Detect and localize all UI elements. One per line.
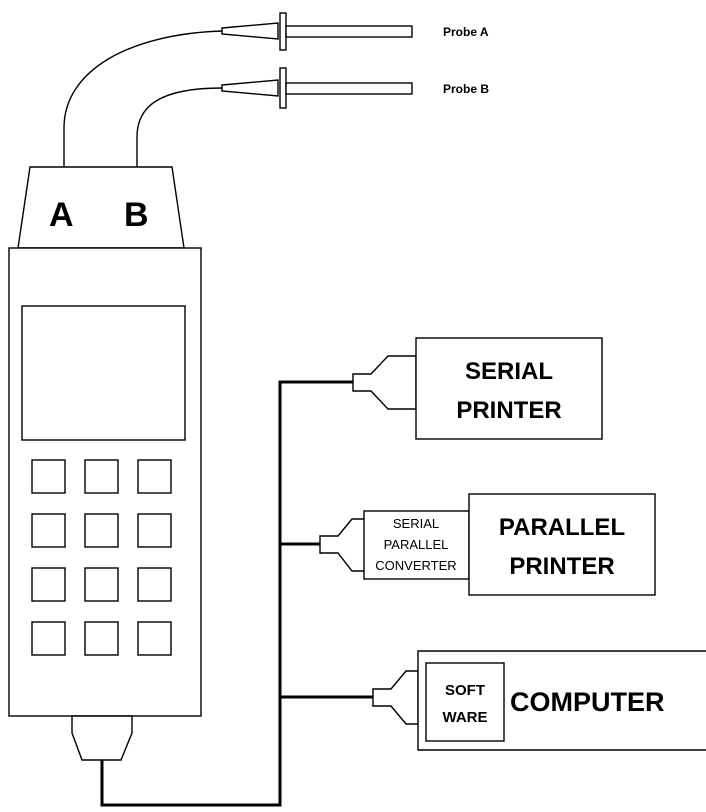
software-box <box>425 662 505 742</box>
output-connector <box>71 715 133 761</box>
parallel-printer-line2: PRINTER <box>509 553 614 580</box>
port-b-label: B <box>124 196 149 234</box>
software-line1: SOFT <box>445 682 485 699</box>
probe-b-lead <box>136 67 413 168</box>
computer-plug <box>372 670 419 725</box>
keypad-key <box>137 513 172 548</box>
probe-b-label: Probe B <box>443 82 489 96</box>
serial-printer-plug <box>352 355 417 410</box>
meter-display-screen <box>21 305 186 441</box>
serial-printer-line1: SERIAL <box>465 358 553 385</box>
keypad-key <box>137 621 172 656</box>
converter-line1: SERIAL <box>393 516 439 531</box>
keypad-key <box>84 567 119 602</box>
converter-plug <box>319 518 367 572</box>
keypad-key <box>84 459 119 494</box>
meter-keypad <box>31 459 172 656</box>
keypad-key <box>84 513 119 548</box>
keypad-key <box>31 567 66 602</box>
keypad-key <box>31 513 66 548</box>
keypad-key <box>137 459 172 494</box>
probe-a-label: Probe A <box>443 25 489 39</box>
parallel-printer-line1: PARALLEL <box>499 514 625 541</box>
keypad-key <box>31 459 66 494</box>
converter-line3: CONVERTER <box>375 558 456 573</box>
keypad-key <box>31 621 66 656</box>
keypad-key <box>84 621 119 656</box>
probe-connector-head <box>17 166 185 249</box>
serial-printer-line2: PRINTER <box>456 397 561 424</box>
parallel-printer-box <box>468 493 656 596</box>
probe-a-lead <box>63 12 413 168</box>
computer-label: COMPUTER <box>510 687 665 717</box>
serial-parallel-converter <box>363 510 470 580</box>
serial-printer-box <box>415 337 603 440</box>
keypad-key <box>137 567 172 602</box>
port-a-label: A <box>49 196 74 234</box>
converter-line2: PARALLEL <box>384 537 449 552</box>
software-line2: WARE <box>443 709 488 726</box>
main-cable <box>100 380 353 807</box>
